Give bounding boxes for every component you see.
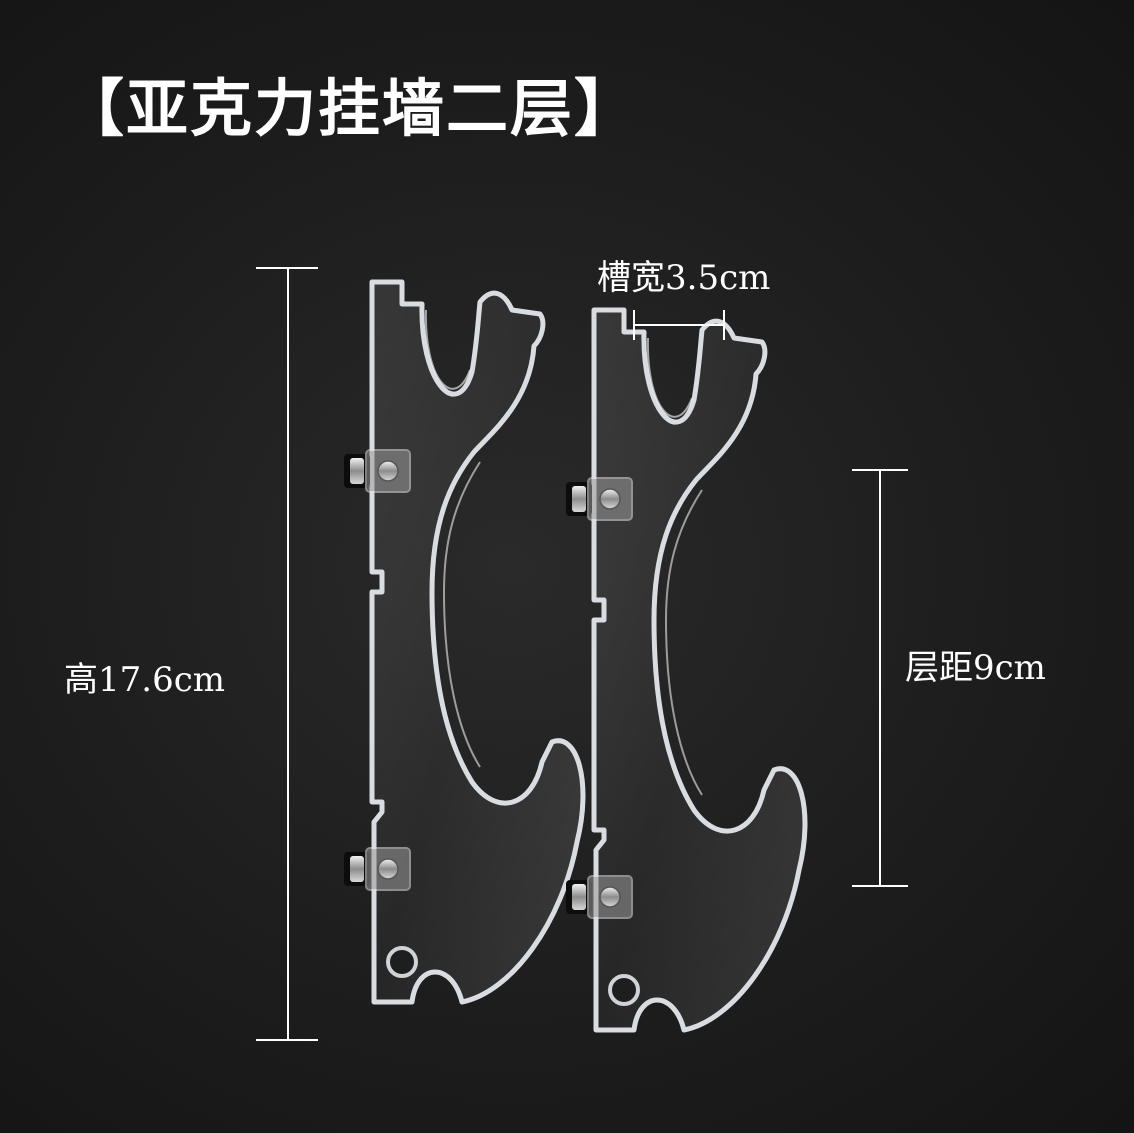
acrylic-hanger-right (566, 310, 805, 1030)
slot-width-dimension-line (633, 310, 725, 340)
slot-width-label: 槽宽3.5cm (597, 258, 771, 298)
layer-spacing-dimension-line (852, 469, 908, 887)
acrylic-hanger-left (344, 282, 583, 1002)
height-label: 高17.6cm (64, 660, 225, 700)
product-title: 【亚克力挂墙二层】 (62, 72, 639, 145)
layer-spacing-label: 层距9cm (905, 648, 1046, 688)
height-dimension-line (256, 267, 318, 1041)
